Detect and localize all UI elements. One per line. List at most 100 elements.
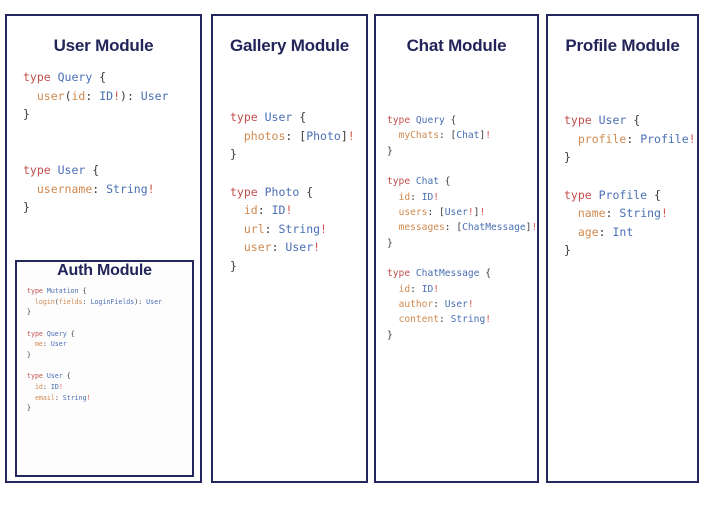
module-card-auth[interactable]: Auth Module type Mutation { login(fields… <box>15 260 194 477</box>
code-line: } <box>27 308 31 316</box>
code-token: String <box>619 206 661 221</box>
code-token: ID <box>421 283 434 295</box>
code-token <box>230 222 244 236</box>
code-token: : [ <box>427 207 445 219</box>
code-token <box>387 222 399 233</box>
code-line: } <box>387 146 393 157</box>
code-token <box>230 240 244 254</box>
code-line: } <box>387 238 393 249</box>
schema-code-gallery: type User { photos: [Photo]! } type Phot… <box>230 108 366 276</box>
code-token <box>387 207 399 218</box>
code-token: Chat <box>415 176 439 188</box>
module-title-gallery: Gallery Module <box>229 36 350 55</box>
code-token: { <box>479 268 491 280</box>
code-line: id: ID! <box>230 203 293 218</box>
code-token: : <box>257 203 272 218</box>
code-token: ID <box>271 203 286 218</box>
code-token: content <box>398 314 439 326</box>
code-token: ! <box>433 191 440 203</box>
code-token: id <box>71 88 86 103</box>
code-token <box>387 130 399 141</box>
code-line: id: ID! <box>27 383 63 391</box>
code-token: Chat <box>456 130 480 142</box>
code-token: fields <box>58 297 83 306</box>
code-token: Query <box>57 70 93 84</box>
code-token: ! <box>688 131 696 146</box>
code-line: messages: [ChatMessage]! <box>387 222 537 233</box>
code-token: Profile <box>598 187 648 202</box>
code-line: photos: [Photo]! <box>230 129 355 143</box>
code-token: { <box>299 184 314 199</box>
module-card-user[interactable]: User Module type Query { user(id: ID!): … <box>5 14 202 483</box>
code-token: ! <box>485 130 491 142</box>
code-token: } <box>27 404 31 413</box>
code-token <box>387 314 399 325</box>
code-token: : <box>85 88 100 103</box>
code-token: ChatMessage <box>462 222 526 234</box>
code-token: : <box>92 181 107 196</box>
code-token: LoginFields <box>90 297 135 306</box>
code-token: messages <box>398 222 445 234</box>
code-token: ! <box>660 206 668 221</box>
code-token: ! <box>113 88 121 103</box>
code-token: { <box>626 113 641 127</box>
code-token: author <box>398 299 434 311</box>
code-line: url: String! <box>230 222 327 236</box>
code-token: ! <box>320 221 327 236</box>
code-line: type Query { <box>23 70 106 84</box>
module-card-chat[interactable]: Chat Module type Query { myChats: [Chat]… <box>374 14 539 483</box>
code-token: type <box>564 113 599 127</box>
code-token: } <box>23 107 30 122</box>
code-line: } <box>23 107 30 121</box>
code-token: myChats <box>398 130 439 142</box>
code-line: } <box>230 147 237 161</box>
code-token: Mutation <box>46 287 79 295</box>
code-token: } <box>564 150 571 165</box>
code-token: ): <box>120 88 141 103</box>
code-token: { <box>647 187 661 202</box>
code-token: { <box>439 176 451 188</box>
code-token: } <box>27 308 31 317</box>
code-token: username <box>36 181 93 196</box>
code-token: type <box>23 163 58 178</box>
code-line: login(fields: LoginFields): User <box>27 298 162 306</box>
code-token: } <box>387 329 393 341</box>
code-token: ( <box>54 297 59 306</box>
code-line: type Photo { <box>230 185 313 199</box>
code-token: : [ <box>285 128 307 143</box>
code-token: ! <box>531 222 538 234</box>
code-token: id <box>398 283 411 295</box>
code-token: name <box>577 206 606 221</box>
code-token: : <box>42 340 51 349</box>
code-token: Query <box>415 115 445 126</box>
code-line: type ChatMessage { <box>387 268 491 279</box>
code-line: type Profile { <box>564 188 661 202</box>
code-token: } <box>27 351 31 360</box>
code-token: User <box>598 113 627 127</box>
code-token: } <box>23 200 30 215</box>
code-token: ChatMessage <box>415 268 480 280</box>
code-token: ! <box>479 207 486 219</box>
code-token: profile <box>577 131 627 146</box>
code-token <box>27 394 35 402</box>
code-line: type Query { <box>27 330 75 338</box>
code-token: User <box>46 372 63 381</box>
code-token: ] <box>525 222 532 234</box>
code-token <box>27 340 35 348</box>
code-token: : <box>82 297 91 306</box>
code-token: ID <box>99 88 114 103</box>
code-token: ! <box>347 128 355 143</box>
code-token: { <box>444 115 457 126</box>
module-card-profile[interactable]: Profile Module type User { profile: Prof… <box>546 14 699 483</box>
code-line: } <box>230 259 237 273</box>
code-token: id <box>243 203 258 218</box>
code-token: type <box>387 115 416 126</box>
schema-code-chat: type Query { myChats : [ Chat]! } type Cha… <box>387 113 537 343</box>
code-token: User <box>264 110 293 124</box>
module-card-gallery[interactable]: Gallery Module type User { photos: [Phot… <box>211 14 368 483</box>
code-token: ! <box>58 383 63 392</box>
code-line: email: String! <box>27 394 91 402</box>
code-line: type User { <box>564 113 640 127</box>
code-token: age <box>577 224 599 239</box>
code-line: type User { <box>230 110 306 124</box>
